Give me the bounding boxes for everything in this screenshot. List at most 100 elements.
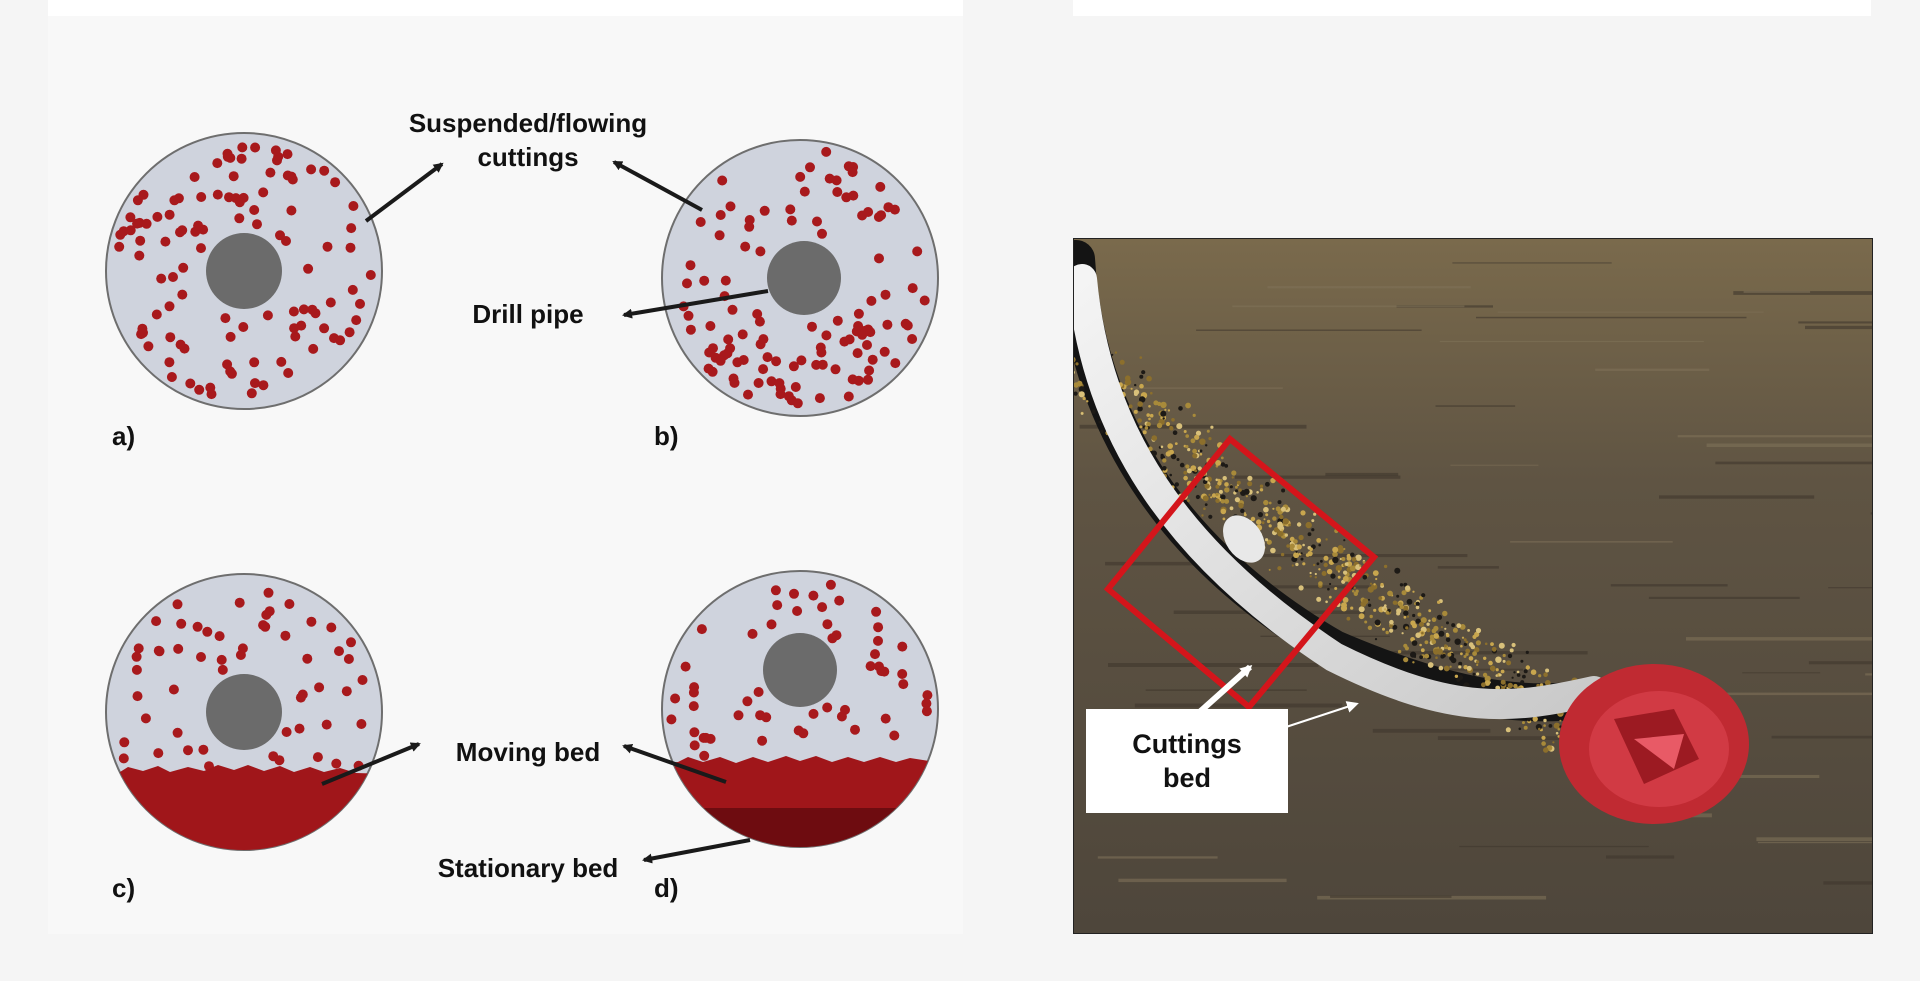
cutting-grain (1171, 418, 1175, 422)
cutting-particle (822, 619, 833, 630)
strata-streak (1510, 541, 1673, 543)
cutting-grain (1544, 680, 1551, 686)
cutting-particle (284, 599, 295, 609)
cutting-grain (1194, 434, 1200, 440)
cutting-grain (1235, 485, 1238, 489)
cutting-grain (1532, 716, 1538, 722)
annulus-b (661, 139, 939, 417)
cutting-particle (345, 242, 356, 253)
cutting-particle (755, 246, 766, 257)
strata-streak (1757, 841, 1872, 844)
cutting-particle (178, 262, 189, 273)
cutting-grain (1431, 617, 1437, 622)
cutting-particle (344, 327, 355, 338)
cutting-grain (1111, 353, 1114, 356)
moving-bed-label: Moving bed (456, 737, 600, 767)
cutting-grain (1146, 421, 1151, 427)
cutting-grain (1437, 600, 1441, 604)
strata-streak (1497, 311, 1764, 313)
cutting-particle (699, 750, 710, 761)
strata-streak (1677, 435, 1872, 438)
cutting-grain (1316, 596, 1322, 602)
cutting-grain (1454, 638, 1461, 645)
cutting-grain (1199, 438, 1206, 445)
cutting-grain (1291, 564, 1294, 567)
cutting-grain (1541, 735, 1546, 740)
cutting-particle (732, 357, 743, 368)
drill-pipe-d (763, 633, 837, 707)
cutting-grain (1296, 522, 1302, 527)
cutting-grain (1229, 506, 1234, 511)
cutting-particle (314, 682, 325, 693)
strata-streak (1870, 512, 1872, 515)
cutting-grain (1160, 401, 1167, 409)
cutting-grain (1552, 741, 1555, 744)
cutting-particle (258, 380, 269, 391)
cutting-grain (1451, 623, 1456, 628)
cutting-particle (346, 223, 357, 234)
cutting-grain (1522, 674, 1526, 679)
cutting-grain (1309, 575, 1312, 578)
cutting-particle (695, 217, 706, 227)
cuttings-bed-callout: Cuttings bed (1086, 709, 1288, 813)
cutting-particle (847, 167, 858, 178)
strata-streak (1823, 881, 1872, 885)
cutting-grain (1346, 556, 1352, 561)
cutting-particle (808, 708, 819, 719)
strata-streak (1606, 855, 1675, 859)
cutting-particle (175, 339, 186, 350)
cutting-particle (685, 260, 696, 271)
cutting-particle (119, 737, 130, 748)
stationary-bed-label: Stationary bed (438, 853, 619, 883)
cutting-grain (1337, 575, 1341, 579)
cutting-grain (1475, 640, 1481, 646)
cutting-grain (1466, 665, 1472, 671)
cutting-particle (795, 171, 806, 182)
panel-label-b: b) (654, 421, 679, 451)
cutting-particle (822, 702, 833, 713)
cutting-grain (1476, 672, 1480, 676)
cutting-grain (1372, 570, 1379, 576)
cutting-grain (1222, 517, 1226, 521)
cutting-grain (1465, 640, 1469, 644)
cutting-grain (1415, 618, 1421, 624)
strata-streak (1439, 340, 1704, 343)
cutting-grain (1130, 387, 1133, 390)
cutting-particle (727, 304, 738, 315)
cutting-particle (177, 225, 188, 236)
cutting-particle (866, 295, 877, 306)
cutting-grain (1164, 408, 1167, 411)
strata-streak (1798, 321, 1872, 324)
cutting-particle (817, 602, 828, 613)
cutting-grain (1167, 443, 1173, 449)
cutting-particle (321, 719, 332, 730)
cutting-grain (1183, 475, 1188, 481)
cutting-grain (1335, 565, 1342, 572)
cutting-grain (1074, 358, 1076, 363)
cutting-grain (1162, 417, 1165, 420)
cutting-grain (1433, 633, 1440, 639)
tool-joint (1223, 515, 1265, 563)
cutting-grain (1199, 449, 1203, 453)
cutting-grain (1208, 437, 1212, 441)
cutting-grain (1192, 448, 1197, 454)
cutting-particle (261, 609, 272, 620)
cutting-particle (115, 229, 126, 240)
cutting-grain (1293, 552, 1300, 559)
cuttings-dots-b (678, 146, 930, 409)
strata-streak (1771, 735, 1872, 739)
cutting-particle (700, 732, 711, 743)
cutting-grain (1201, 514, 1204, 517)
cutting-particle (322, 241, 333, 252)
cutting-grain (1238, 488, 1242, 492)
cutting-particle (275, 230, 285, 241)
cutting-particle (303, 263, 314, 274)
cutting-grain (1323, 562, 1328, 568)
annulus-d (661, 570, 939, 848)
strata-streak (1105, 561, 1208, 566)
cutting-particle (270, 145, 281, 156)
cutting-grain (1385, 630, 1389, 635)
strata-streak (1232, 305, 1465, 308)
cutting-grain (1277, 523, 1284, 530)
cutting-grain (1337, 570, 1340, 573)
